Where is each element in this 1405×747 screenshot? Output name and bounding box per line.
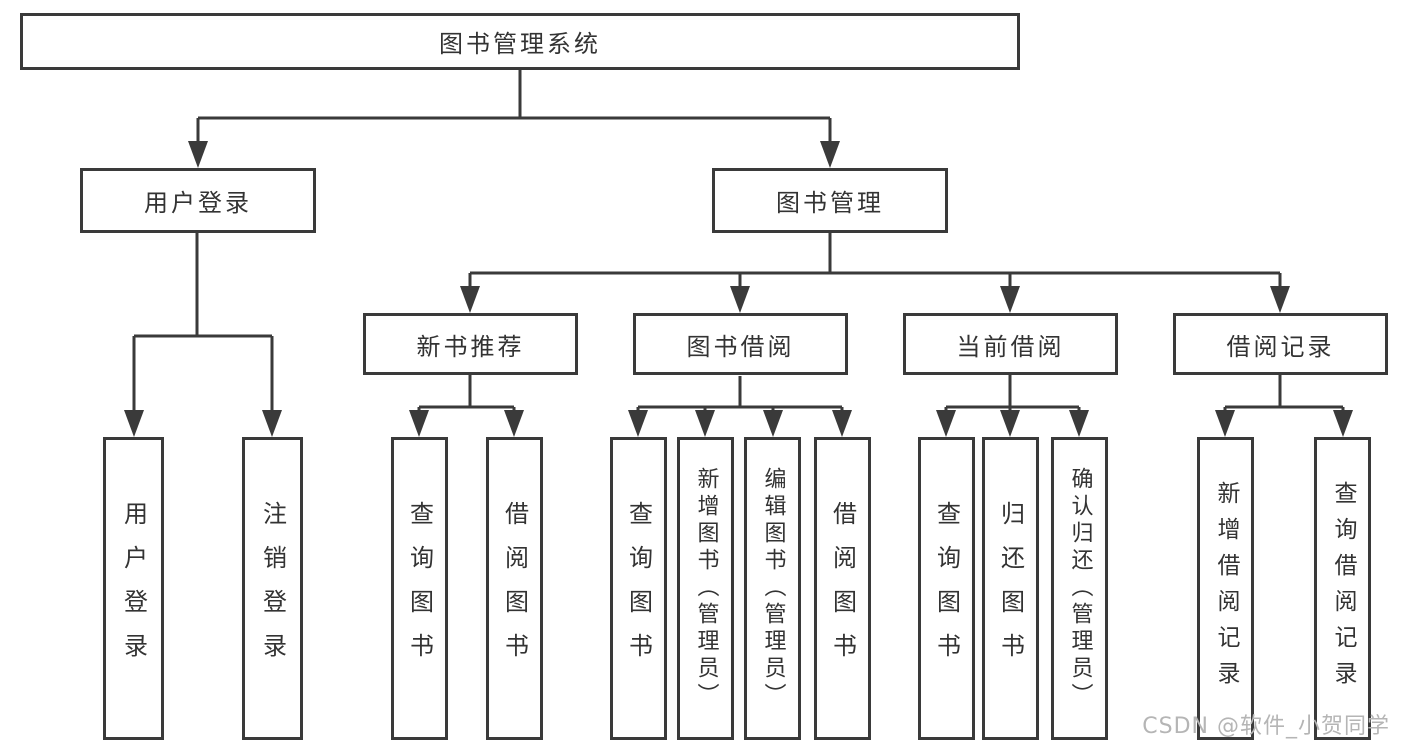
leaf-newbook-query: 查询图书 — [391, 437, 448, 740]
leaf-records-query: 查询借阅记录 — [1314, 437, 1371, 740]
node-book-management: 图书管理 — [712, 168, 948, 233]
node-new-book-recommend-label: 新书推荐 — [416, 332, 525, 361]
leaf-newbook-query-label: 查询图书 — [405, 500, 434, 677]
node-current-borrow: 当前借阅 — [903, 313, 1118, 375]
leaf-current-query-label: 查询图书 — [932, 500, 961, 677]
leaf-newbook-borrow-label: 借阅图书 — [500, 500, 529, 677]
leaf-user-login: 用户登录 — [103, 437, 164, 740]
leaf-borrow-query: 查询图书 — [610, 437, 667, 740]
node-current-borrow-label: 当前借阅 — [956, 332, 1065, 361]
leaf-newbook-borrow: 借阅图书 — [486, 437, 543, 740]
leaf-logout: 注销登录 — [242, 437, 303, 740]
leaf-current-return-label: 归还图书 — [996, 500, 1025, 677]
node-book-borrow: 图书借阅 — [633, 313, 848, 375]
leaf-records-add-label: 新增借阅记录 — [1213, 480, 1239, 697]
node-book-borrow-label: 图书借阅 — [686, 332, 795, 361]
leaf-borrow-add-admin-label: 新增图书（管理员） — [693, 467, 719, 710]
leaf-borrow-edit-admin-label: 编辑图书（管理员） — [760, 467, 786, 710]
node-borrow-records-label: 借阅记录 — [1226, 332, 1335, 361]
leaf-borrow-query-label: 查询图书 — [624, 500, 653, 677]
node-new-book-recommend: 新书推荐 — [363, 313, 578, 375]
node-root-label: 图书管理系统 — [439, 30, 601, 58]
leaf-current-confirm-admin-label: 确认归还（管理员） — [1067, 467, 1093, 710]
leaf-borrow-books-label: 借阅图书 — [828, 500, 857, 677]
leaf-current-confirm-admin: 确认归还（管理员） — [1051, 437, 1108, 740]
leaf-borrow-edit-admin: 编辑图书（管理员） — [744, 437, 801, 740]
watermark: CSDN @软件_小贺同学 — [1142, 714, 1390, 739]
leaf-user-login-label: 用户登录 — [119, 500, 148, 677]
leaf-records-query-label: 查询借阅记录 — [1330, 480, 1356, 697]
leaf-borrow-books: 借阅图书 — [814, 437, 871, 740]
leaf-current-return: 归还图书 — [982, 437, 1039, 740]
leaf-logout-label: 注销登录 — [258, 500, 287, 677]
leaf-borrow-add-admin: 新增图书（管理员） — [677, 437, 734, 740]
node-user-login: 用户登录 — [80, 168, 316, 233]
node-book-management-label: 图书管理 — [776, 189, 884, 217]
node-user-login-label: 用户登录 — [144, 189, 252, 217]
node-borrow-records: 借阅记录 — [1173, 313, 1388, 375]
leaf-records-add: 新增借阅记录 — [1197, 437, 1254, 740]
leaf-current-query: 查询图书 — [918, 437, 975, 740]
node-root-system: 图书管理系统 — [20, 13, 1020, 70]
